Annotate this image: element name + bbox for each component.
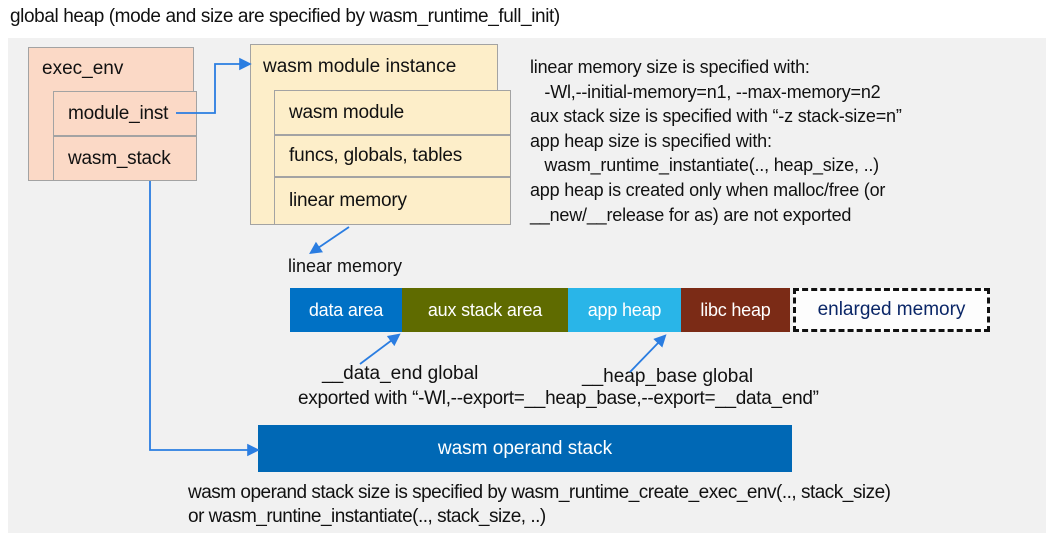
data-end-global-label: __data_end global [322, 363, 479, 384]
wasm-module-box: wasm module [274, 90, 511, 135]
segment-enlarged-memory: enlarged memory [793, 288, 990, 332]
linear-memory-bar-label: linear memory [288, 256, 403, 276]
module-inst-box: module_inst [53, 91, 197, 136]
note-line: wasm operand stack size is specified by … [188, 482, 891, 503]
notes-right: linear memory size is specified with: -W… [530, 55, 902, 227]
exported-with-label: exported with “-Wl,--export=__heap_base,… [298, 388, 819, 409]
note-line: wasm_runtime_instantiate(.., heap_size, … [530, 155, 879, 176]
wasm-module-instance-label: wasm module instance [263, 56, 457, 77]
notes-bottom: wasm operand stack size is specified by … [188, 481, 891, 529]
linear-memory-box: linear memory [274, 177, 511, 225]
funcs-globals-tables-box: funcs, globals, tables [274, 135, 511, 177]
heap-base-global-label: __heap_base global [582, 366, 754, 387]
diagram-title: global heap (mode and size are specified… [10, 6, 560, 27]
segment-app-heap: app heap [568, 288, 681, 332]
note-line: aux stack size is specified with “-z sta… [530, 106, 902, 127]
note-line: app heap size is specified with: [530, 130, 772, 151]
note-line: -Wl,--initial-memory=n1, --max-memory=n2 [530, 81, 881, 102]
note-line: linear memory size is specified with: [530, 57, 810, 77]
segment-data-area: data area [290, 288, 402, 332]
wasm-stack-box: wasm_stack [53, 136, 197, 181]
segment-libc-heap: libc heap [681, 288, 790, 332]
exec-env-label: exec_env [42, 58, 124, 79]
note-line: __new/__release for as) are not exported [530, 204, 852, 225]
note-line: app heap is created only when malloc/fre… [530, 179, 886, 200]
segment-aux-stack-area: aux stack area [402, 288, 568, 332]
note-line: or wasm_runtine_instantiate(.., stack_si… [188, 506, 546, 527]
wasm-operand-stack-bar: wasm operand stack [258, 425, 792, 472]
